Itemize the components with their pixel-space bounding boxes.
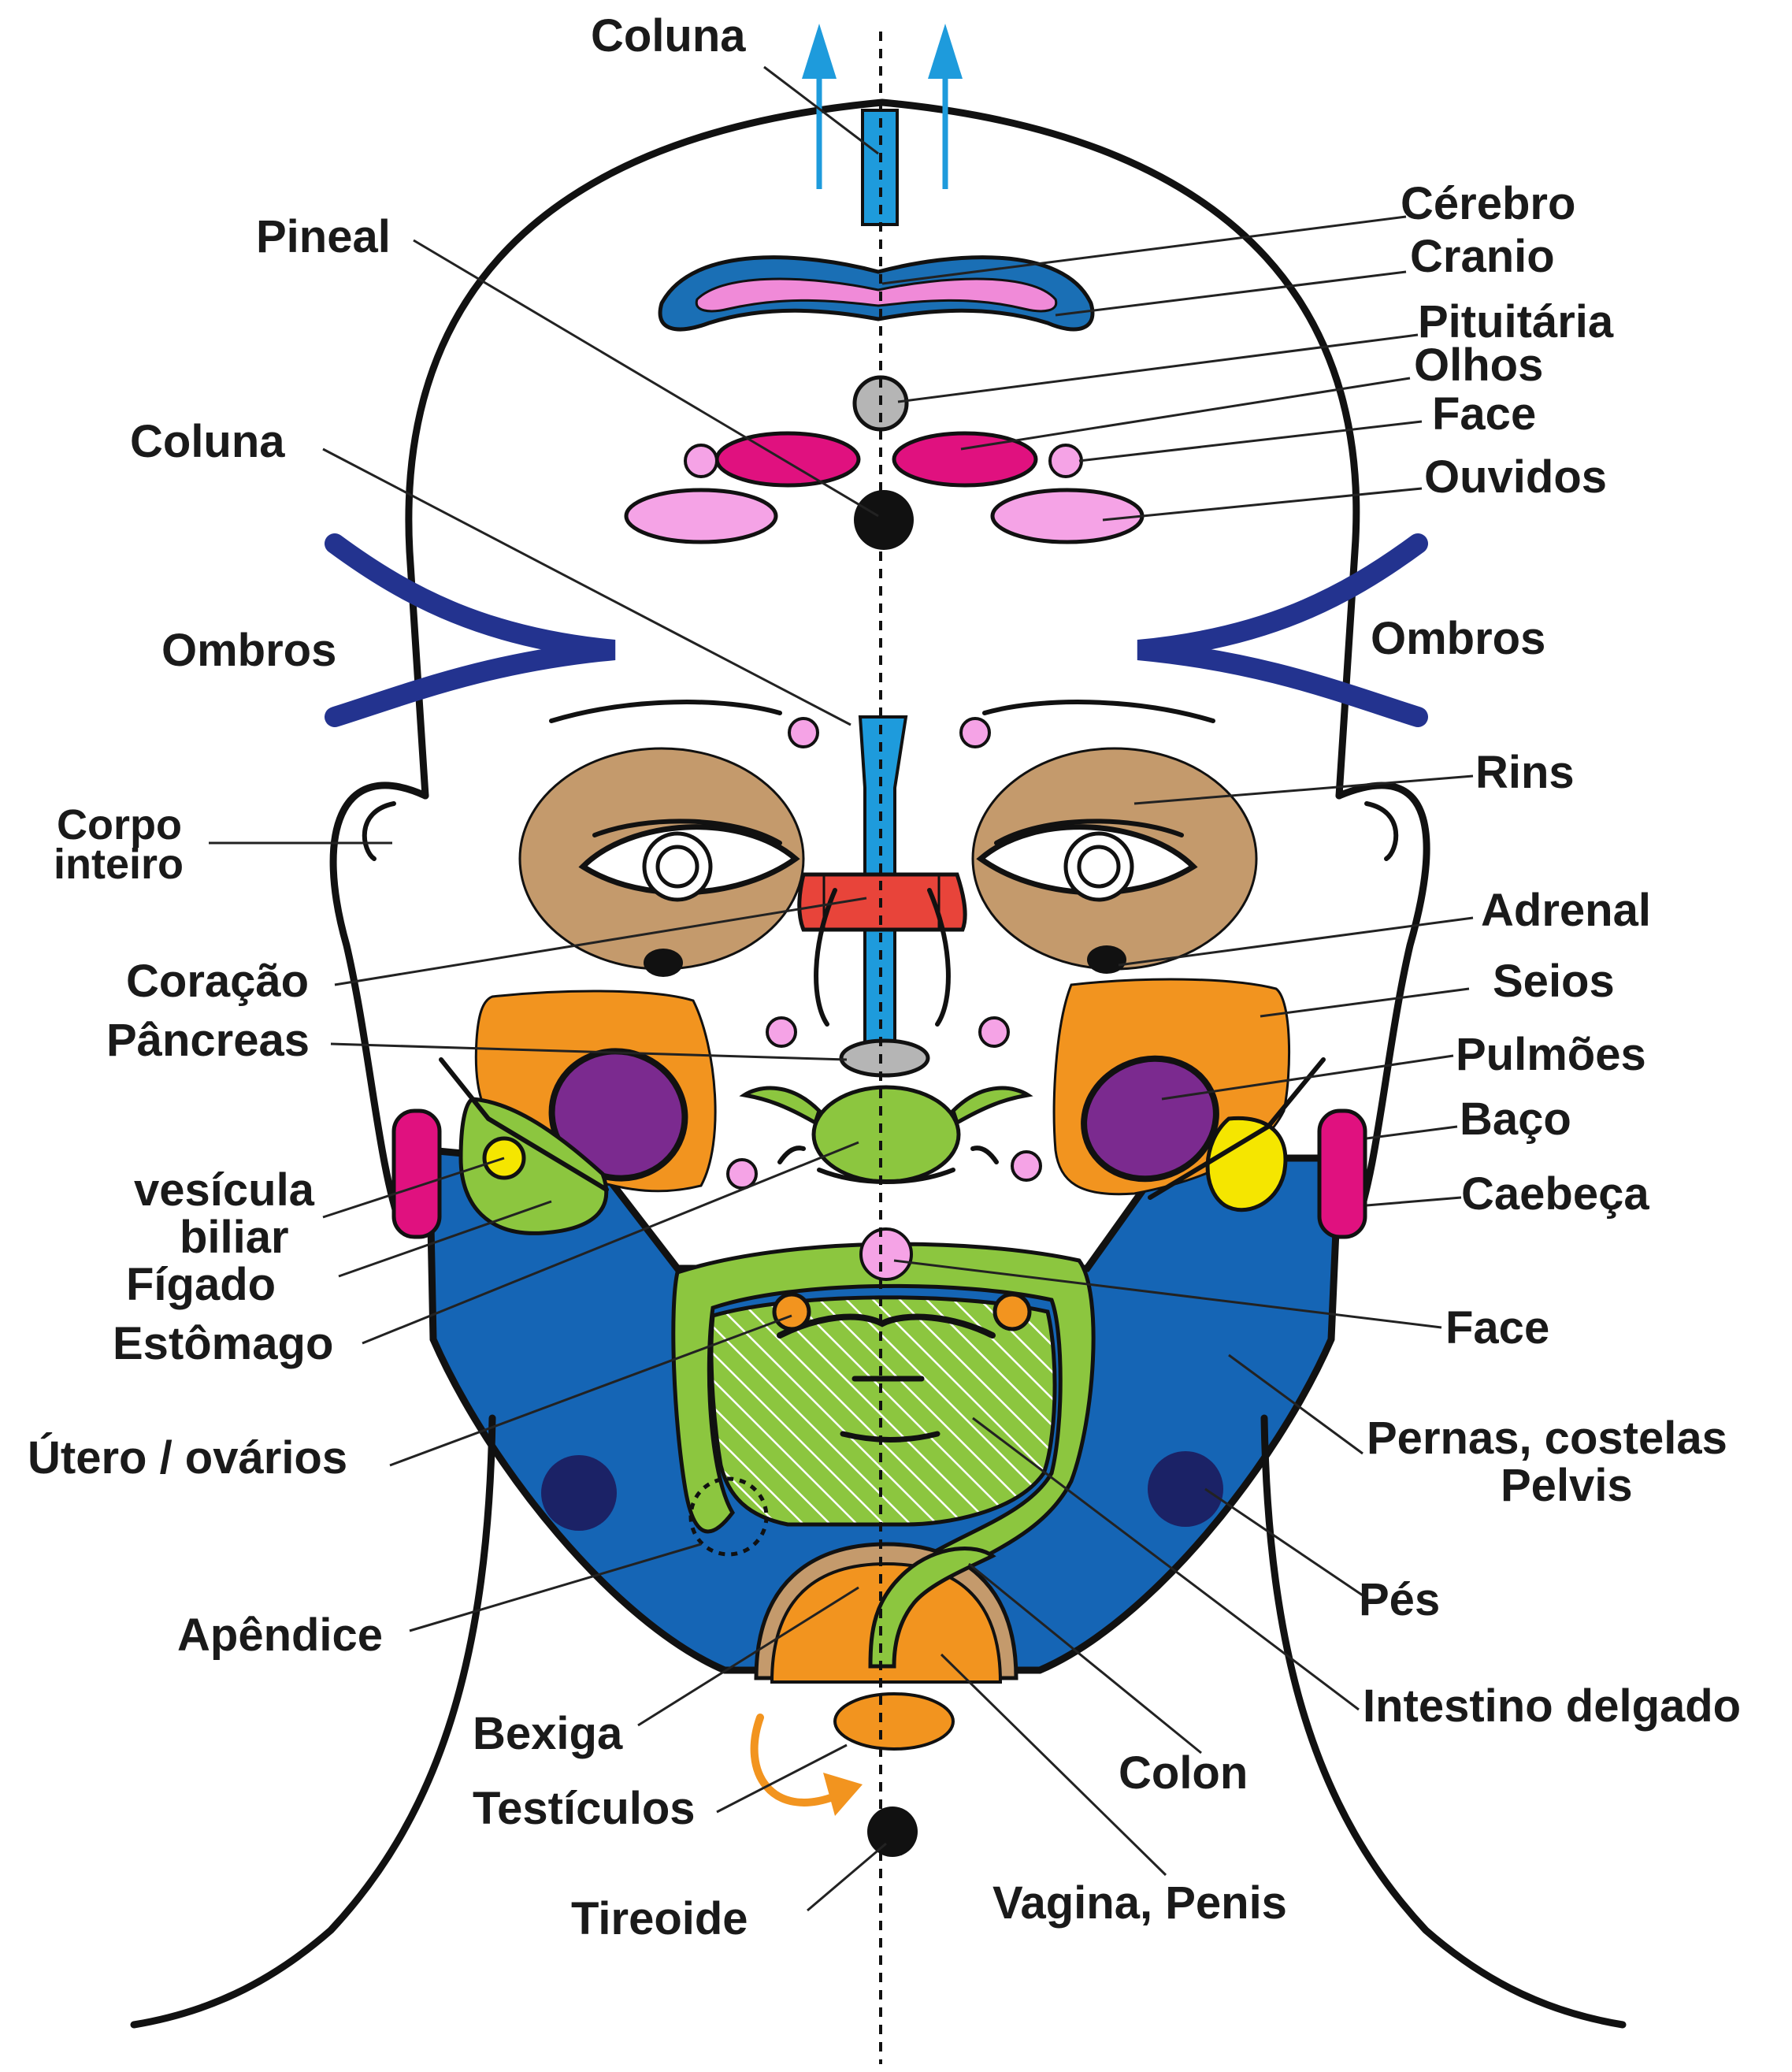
mouth-right-dot	[1012, 1152, 1041, 1180]
label-apendice: Apêndice	[177, 1610, 383, 1661]
curved-arrow-head	[823, 1773, 863, 1816]
pineal-zone	[854, 490, 914, 550]
label-face-top: Face	[1432, 388, 1536, 440]
label-figado: Fígado	[126, 1259, 276, 1310]
pes-right-zone	[1148, 1451, 1223, 1527]
ouvidos-right-zone	[992, 490, 1142, 542]
brow-right-dot	[961, 719, 989, 747]
right-ear-inner	[1367, 804, 1396, 859]
nose-right-dot	[980, 1018, 1008, 1046]
ombros-left-zone	[335, 544, 614, 717]
eyebrow-right	[985, 702, 1213, 721]
estomago-zone	[814, 1087, 959, 1182]
adrenal-right-dot	[1087, 945, 1126, 974]
label-vagina: Vagina, Penis	[992, 1877, 1287, 1929]
curved-arrow-icon	[755, 1717, 835, 1803]
label-ombros-right: Ombros	[1371, 613, 1545, 664]
label-coluna-left: Coluna	[130, 416, 285, 467]
label-vesicula-line1: vesícula	[134, 1164, 315, 1216]
label-coracao: Coração	[126, 956, 309, 1007]
label-vesicula-line2: biliar	[180, 1212, 289, 1263]
ovario-right-dot	[995, 1294, 1030, 1329]
neck-left	[134, 1418, 492, 2025]
pes-left-zone	[541, 1455, 617, 1531]
ovario-left-dot	[774, 1294, 809, 1329]
label-pernas-line2: Pelvis	[1501, 1460, 1633, 1511]
face-chin-dot	[861, 1229, 911, 1279]
label-baco: Baço	[1460, 1094, 1571, 1145]
label-olhos: Olhos	[1414, 340, 1543, 391]
label-pancreas: Pâncreas	[106, 1015, 310, 1066]
estomago-arm-left	[744, 1088, 819, 1123]
label-corpo-line2: inteiro	[54, 841, 184, 888]
label-face-mid: Face	[1445, 1302, 1549, 1353]
label-cerebro: Cérebro	[1401, 178, 1575, 229]
left-ear-inner	[365, 804, 394, 859]
intestino-zone	[711, 1298, 1055, 1524]
label-estomago: Estômago	[113, 1318, 333, 1369]
face-right-dot	[1050, 445, 1082, 477]
label-pulmoes: Pulmões	[1456, 1029, 1646, 1080]
label-testiculos: Testículos	[473, 1783, 696, 1834]
ear-left-zone	[394, 1111, 440, 1237]
adrenal-left-dot	[644, 949, 683, 977]
olhos-left-zone	[717, 433, 859, 485]
ear-right-zone	[1319, 1111, 1365, 1237]
mouth-left-dot	[728, 1160, 756, 1188]
label-cranio: Cranio	[1410, 231, 1555, 282]
face-left-dot	[685, 445, 717, 477]
label-ouvidos: Ouvidos	[1424, 451, 1607, 503]
label-seios: Seios	[1493, 956, 1615, 1007]
label-utero: Útero / ovários	[28, 1432, 347, 1483]
label-ombros-left: Ombros	[161, 625, 336, 676]
label-bexiga: Bexiga	[473, 1708, 623, 1759]
testiculos-zone	[835, 1694, 953, 1749]
brow-left-dot	[789, 719, 818, 747]
label-adrenal: Adrenal	[1481, 885, 1651, 936]
pancreas-zone	[841, 1041, 928, 1075]
label-colon: Colon	[1119, 1747, 1248, 1799]
eyebrow-left	[551, 702, 780, 721]
tireoide-zone	[867, 1807, 918, 1857]
baco-zone	[1208, 1118, 1286, 1209]
label-intestino: Intestino delgado	[1363, 1680, 1741, 1732]
estomago-arm-right	[953, 1088, 1028, 1123]
label-rins: Rins	[1475, 747, 1575, 798]
nose-left-dot	[767, 1018, 796, 1046]
label-pineal: Pineal	[256, 211, 391, 262]
label-caebeca: Caebeça	[1461, 1168, 1649, 1220]
label-coluna-top: Coluna	[591, 10, 746, 61]
label-pernas-line1: Pernas, costelas	[1367, 1413, 1727, 1464]
label-pes: Pés	[1359, 1574, 1440, 1625]
label-tireoide: Tireoide	[571, 1893, 748, 1944]
ouvidos-left-zone	[626, 490, 776, 542]
